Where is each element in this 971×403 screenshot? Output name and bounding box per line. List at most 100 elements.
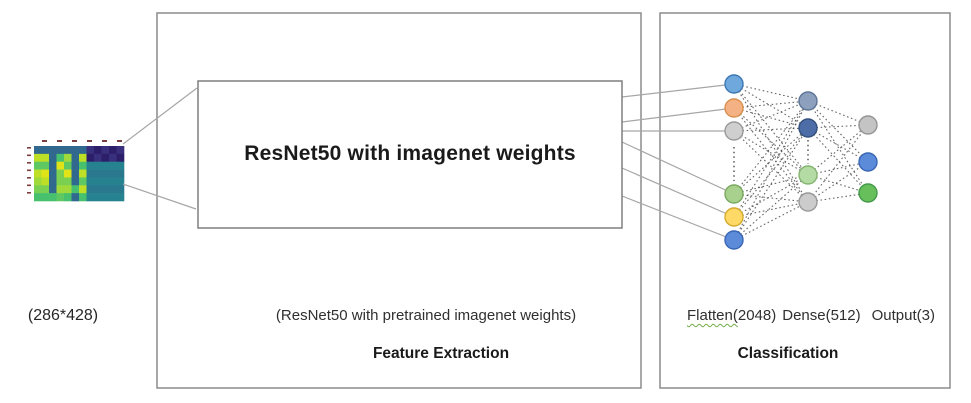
spectrogram-cell xyxy=(79,153,87,163)
spectrogram-cell xyxy=(101,169,110,178)
spectrogram-cell xyxy=(34,146,42,155)
feature-extraction-caption: (ResNet50 with pretrained imagenet weigh… xyxy=(275,307,577,324)
spectrogram-cell xyxy=(86,185,95,194)
spectrogram-cell xyxy=(116,177,125,186)
spectrogram-cell xyxy=(49,146,57,155)
connector-line xyxy=(621,195,735,241)
spectrogram-cell xyxy=(86,146,95,155)
spectrogram-cell xyxy=(49,193,57,202)
spectrogram-cell xyxy=(71,193,80,202)
flatten-layer-node xyxy=(724,74,744,94)
spectrogram-cell xyxy=(34,153,42,163)
dense-layer-node xyxy=(798,118,818,138)
spectrogram-cell xyxy=(94,177,102,186)
spectrogram-cell xyxy=(101,153,110,163)
spectrogram-cell xyxy=(86,169,95,178)
spectrogram-x-tick xyxy=(87,140,92,142)
spectrogram-y-tick xyxy=(27,162,31,164)
spectrogram-cell xyxy=(79,161,87,170)
flatten-layer-node xyxy=(724,207,744,227)
spectrogram-cell xyxy=(79,169,87,178)
spectrogram-y-tick xyxy=(27,147,31,149)
spectrogram-cell xyxy=(94,161,102,170)
spectrogram-cell xyxy=(116,185,125,194)
network-edge xyxy=(807,161,869,176)
network-edge xyxy=(733,107,809,129)
spectrogram-cell xyxy=(49,169,57,178)
spectrogram-cell xyxy=(101,146,110,155)
spectrogram-cell xyxy=(109,193,117,202)
spectrogram-cell xyxy=(86,177,95,186)
spectrogram-cell xyxy=(101,177,110,186)
network-edge xyxy=(733,174,809,195)
flatten-layer-node xyxy=(724,98,744,118)
spectrogram-cell xyxy=(116,161,125,170)
spectrogram-cell xyxy=(41,177,50,186)
spectrogram-y-tick xyxy=(27,169,31,172)
connector-line xyxy=(122,183,197,210)
dense-layer-node xyxy=(798,91,818,111)
network-edge xyxy=(807,124,869,203)
spectrogram-cell xyxy=(64,161,72,170)
spectrogram-y-tick xyxy=(27,177,31,179)
spectrogram-cell xyxy=(94,185,102,194)
network-edge xyxy=(733,100,809,218)
spectrogram-cell xyxy=(41,193,50,202)
network-edge xyxy=(733,174,809,218)
network-edge xyxy=(807,100,869,163)
spectrogram-cell xyxy=(56,153,65,163)
spectrogram-cell xyxy=(49,161,57,170)
network-edge xyxy=(807,161,869,203)
spectrogram-cell xyxy=(71,169,80,178)
spectrogram-cell xyxy=(49,177,57,186)
feature-extraction-box xyxy=(156,12,642,389)
classification-layers-caption: Flatten(2048)Dense(512)Output(3) xyxy=(661,307,961,324)
spectrogram-y-tick xyxy=(27,184,31,187)
output-label: Output(3) xyxy=(871,307,935,324)
spectrogram-cell xyxy=(56,161,65,170)
flatten-label-underlined: Flatten( xyxy=(687,307,738,324)
output-layer-node xyxy=(858,115,878,135)
spectrogram-cell xyxy=(71,161,80,170)
connector-line xyxy=(621,107,735,123)
network-edge xyxy=(733,130,809,176)
spectrogram-cell xyxy=(64,169,72,178)
spectrogram-cell xyxy=(86,161,95,170)
flatten-label-rest: 2048) xyxy=(737,307,777,324)
network-edge xyxy=(733,100,809,132)
connector-line xyxy=(621,167,735,218)
network-edge xyxy=(733,127,809,241)
spectrogram-y-tick xyxy=(27,192,31,194)
classification-label: Classification xyxy=(737,345,839,362)
spectrogram-cell xyxy=(71,177,80,186)
spectrogram-x-tick xyxy=(57,140,62,142)
flatten-layer-node xyxy=(724,230,744,250)
spectrogram-cell xyxy=(56,177,65,186)
spectrogram-cell xyxy=(64,177,72,186)
spectrogram-cell xyxy=(34,177,42,186)
spectrogram-cell xyxy=(41,185,50,194)
spectrogram-cell xyxy=(41,169,50,178)
spectrogram-cell xyxy=(79,146,87,155)
spectrogram-cell xyxy=(109,169,117,178)
network-edge xyxy=(733,107,809,203)
spectrogram-cell xyxy=(64,153,72,163)
output-layer-node xyxy=(858,152,878,172)
spectrogram-cell xyxy=(56,185,65,194)
network-edge xyxy=(807,100,869,194)
spectrogram-cell xyxy=(116,146,125,155)
spectrogram-cell xyxy=(109,146,117,155)
spectrogram-cell xyxy=(94,153,102,163)
spectrogram-cell xyxy=(49,185,57,194)
spectrogram-cell xyxy=(94,193,102,202)
spectrogram-cell xyxy=(34,169,42,178)
spectrogram-cell xyxy=(79,185,87,194)
spectrogram-cell xyxy=(56,146,65,155)
spectrogram-cell xyxy=(64,185,72,194)
network-edge xyxy=(807,124,869,176)
spectrogram-cell xyxy=(101,161,110,170)
spectrogram-cell xyxy=(109,153,117,163)
dense-layer-node xyxy=(798,165,818,185)
spectrogram-x-tick xyxy=(72,140,77,142)
